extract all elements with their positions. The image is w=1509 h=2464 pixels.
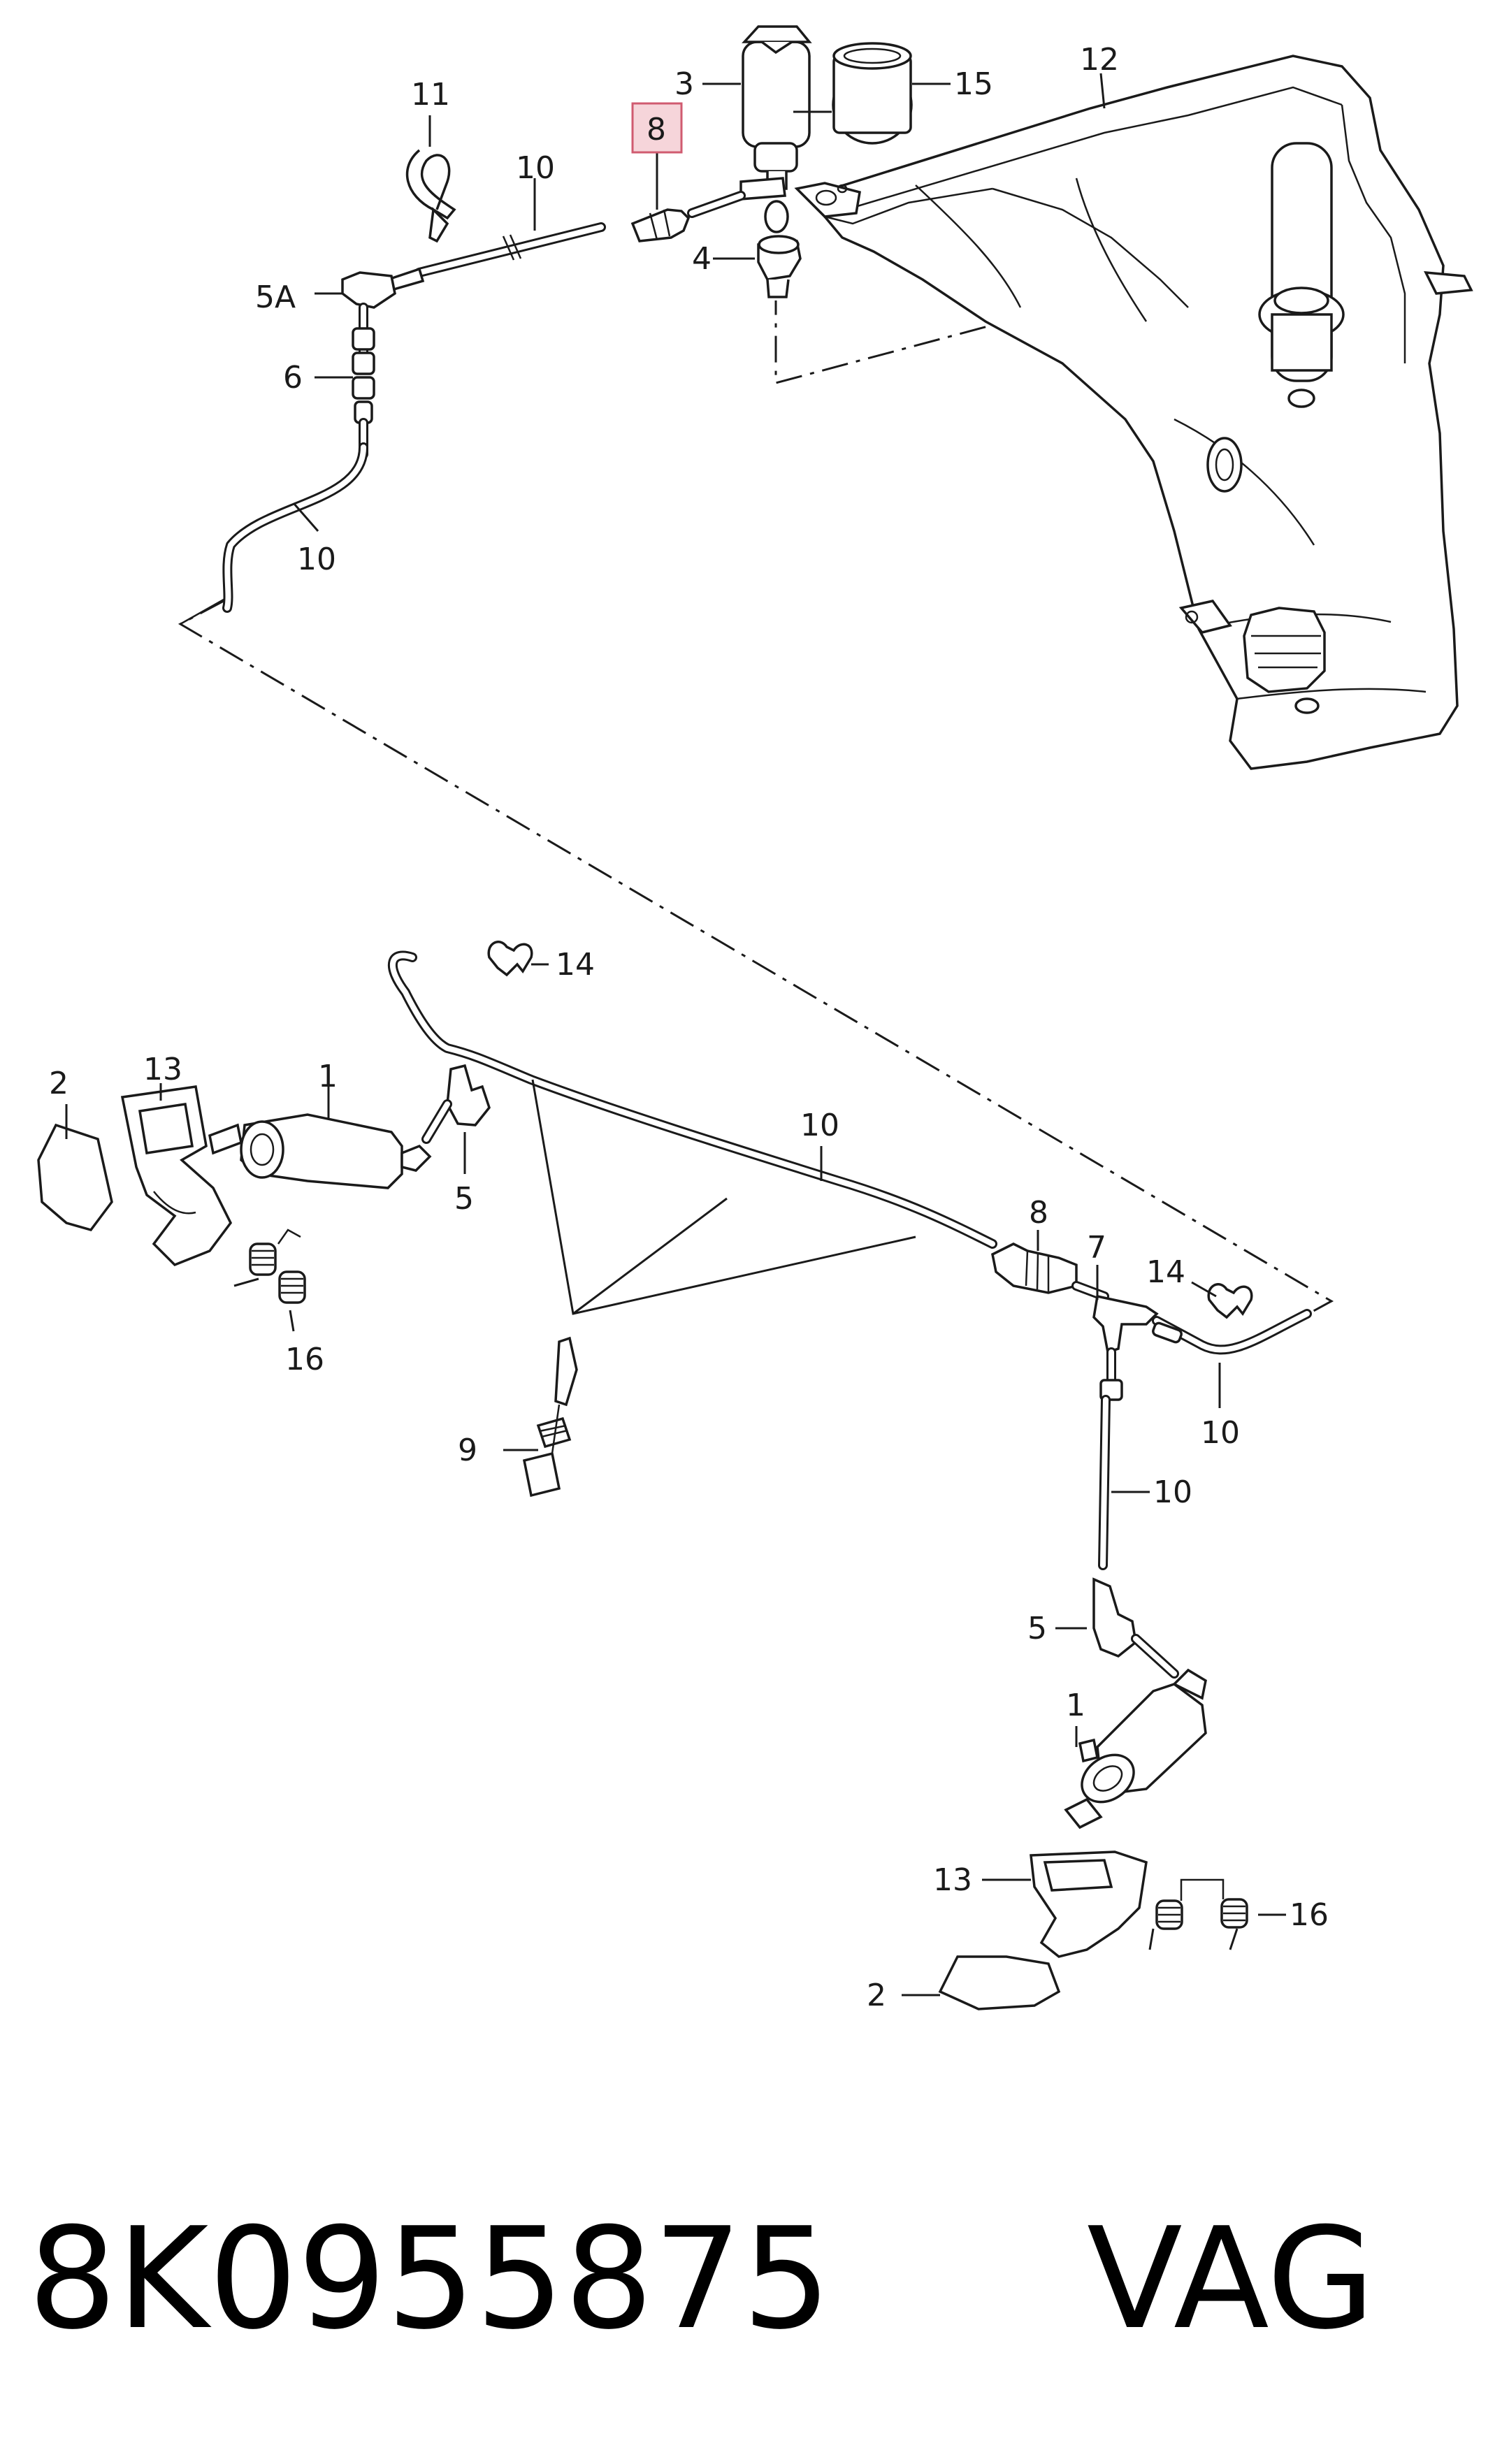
hose-clip	[1207, 1283, 1253, 1319]
nozzle-arm	[522, 1336, 578, 1498]
cable-tie	[405, 149, 456, 243]
right-washer-assembly	[938, 1668, 1248, 2010]
label-1: 1	[318, 1059, 338, 1094]
washer-fluid-reservoir	[794, 55, 1473, 770]
label-13: 13	[933, 1862, 972, 1898]
label-6: 6	[283, 360, 303, 396]
pump-seal-sleeve	[832, 42, 913, 145]
bracket-lines	[531, 1079, 916, 1315]
label-5: 5	[454, 1181, 474, 1217]
label-14: 14	[556, 947, 595, 983]
callout-labels: 3 15 12 4 8 10 11 5A 6 10 14 2 13 1 5 10…	[49, 42, 1329, 2013]
label-5: 5	[1027, 1611, 1047, 1646]
label-11: 11	[411, 77, 450, 113]
label-1: 1	[1066, 1688, 1085, 1723]
label-2: 2	[49, 1066, 68, 1101]
label-14: 14	[1146, 1254, 1185, 1290]
label-13: 13	[143, 1052, 182, 1087]
label-8: 8	[1029, 1195, 1048, 1231]
leader-lines	[65, 73, 1286, 1996]
label-10: 10	[297, 542, 336, 577]
grommet	[757, 235, 802, 298]
washer-pump	[739, 25, 812, 233]
label-2: 2	[867, 1978, 886, 2013]
label-8-highlighted: 8	[647, 112, 666, 147]
lower-hose-assembly	[388, 950, 1312, 1679]
brand-name: VAG	[1087, 2198, 1375, 2361]
hose-clip	[487, 941, 533, 977]
label-12: 12	[1080, 42, 1119, 78]
label-9: 9	[458, 1433, 477, 1468]
upper-hose	[222, 191, 746, 613]
left-washer-assembly	[37, 1085, 432, 1304]
label-10: 10	[800, 1108, 839, 1143]
label-4: 4	[692, 241, 712, 277]
label-10: 10	[1201, 1415, 1240, 1451]
label-16: 16	[285, 1342, 324, 1377]
label-3: 3	[674, 66, 694, 102]
label-5A: 5A	[255, 280, 296, 315]
label-7: 7	[1087, 1230, 1106, 1266]
part-number: 8K0955875	[28, 2198, 831, 2361]
label-16: 16	[1290, 1897, 1329, 1933]
label-15: 15	[954, 66, 993, 102]
label-10: 10	[516, 150, 555, 186]
highlighted-part-box	[631, 102, 683, 154]
label-10: 10	[1153, 1474, 1192, 1510]
connection-dashes	[178, 240, 1334, 1329]
